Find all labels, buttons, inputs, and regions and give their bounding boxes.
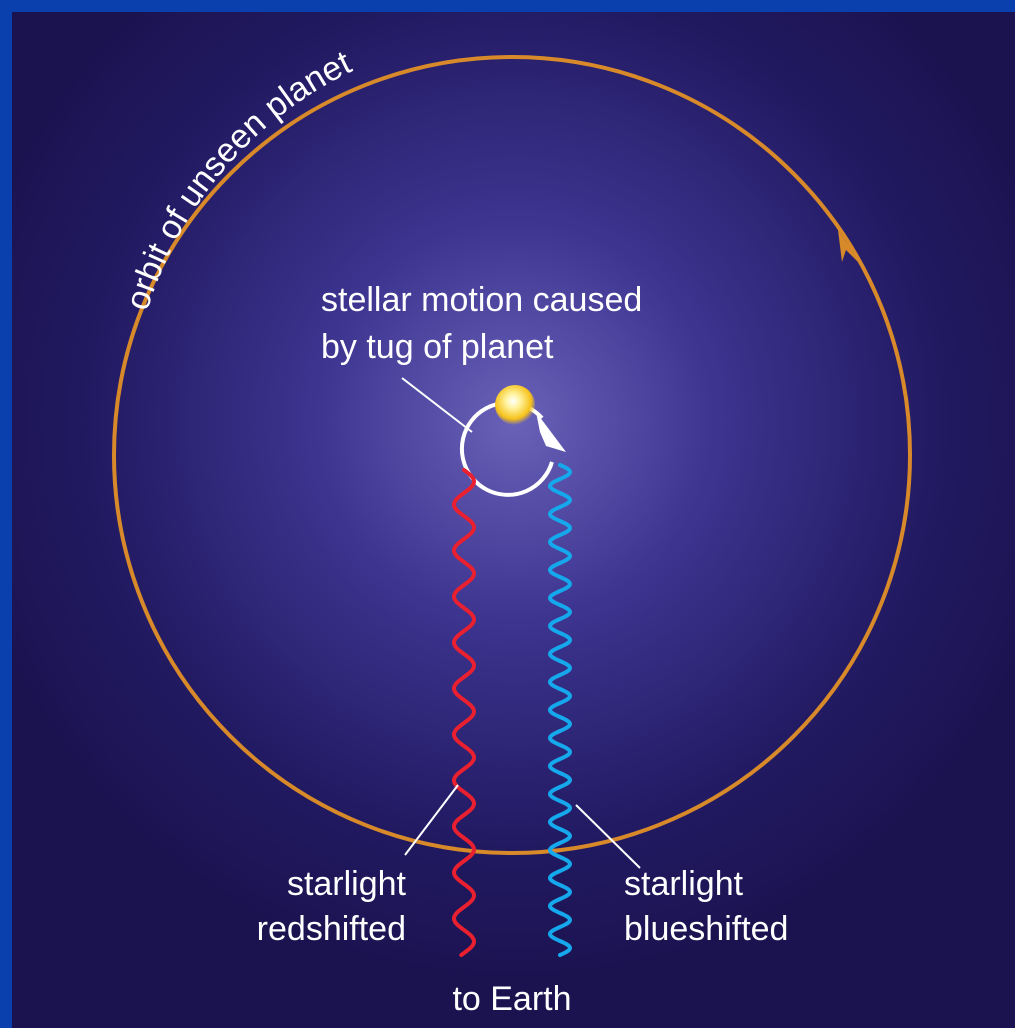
to-earth-label: to Earth [452, 980, 571, 1018]
stellar-orbit-arrow [536, 412, 566, 452]
background-glow [12, 12, 1015, 1028]
blueshift-label-line2: blueshifted [624, 910, 788, 948]
stellar-motion-label-line1: stellar motion caused [321, 281, 642, 319]
redshift-label-line1: starlight [287, 865, 407, 903]
redshift-label-line2: redshifted [257, 910, 406, 948]
doppler-diagram: orbit of unseen planet stellar motion ca… [12, 12, 1015, 1028]
planet-orbit [112, 55, 912, 855]
stellar-motion-pointer [401, 377, 473, 433]
diagram-panel: orbit of unseen planet stellar motion ca… [12, 12, 1015, 1028]
redshift-wave [452, 468, 476, 957]
blueshift-wave [547, 463, 573, 957]
star [495, 385, 535, 425]
orbit-direction-arrow [838, 230, 862, 266]
stellar-motion-label-line2: by tug of planet [321, 328, 554, 366]
blueshift-label-line1: starlight [624, 865, 744, 903]
blueshift-pointer [575, 804, 641, 869]
redshift-pointer [404, 784, 459, 856]
